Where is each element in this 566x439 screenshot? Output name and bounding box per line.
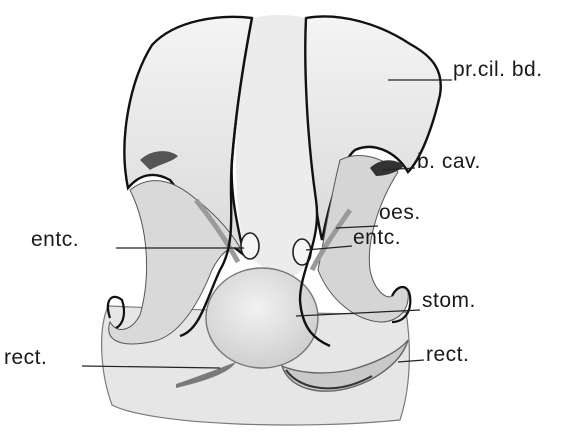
label-rect-left: rect.	[4, 346, 47, 370]
label-rect-right: rect.	[426, 343, 469, 367]
label-entc-right: entc.	[353, 226, 401, 250]
label-oes: oes.	[379, 201, 421, 225]
left-enterocoel	[241, 233, 259, 259]
label-entc-left: entc.	[31, 228, 79, 252]
label-pr-cil-bd: pr.cil. bd.	[453, 58, 543, 82]
label-b-cav: b. cav.	[417, 150, 481, 174]
label-stom: stom.	[422, 289, 476, 313]
